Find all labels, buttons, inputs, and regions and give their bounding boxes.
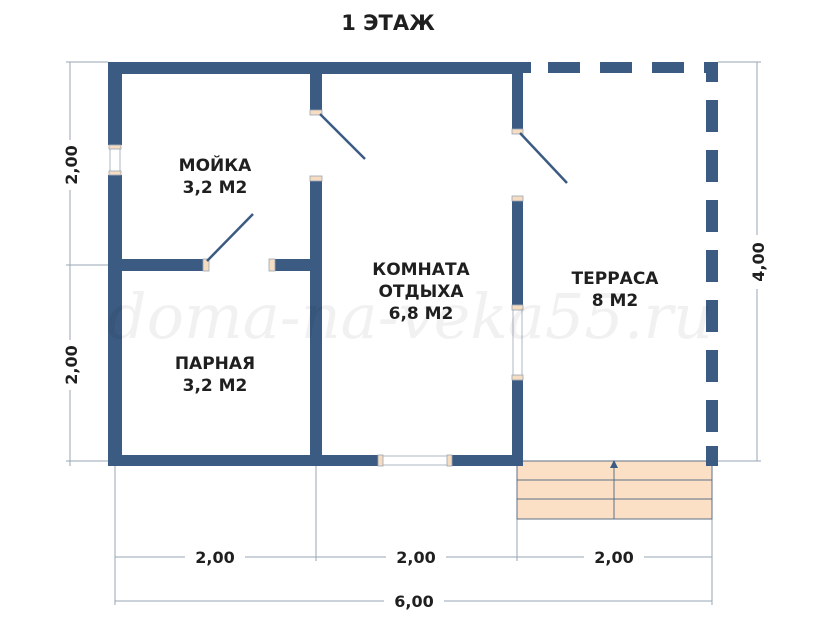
plan-title: 1 ЭТАЖ [341,11,435,35]
stairs-arrow-icon [610,460,618,468]
room-moika-name: МОЙКА [179,154,252,176]
dim-bottom-2: 2,00 [396,548,435,567]
doors [206,113,568,262]
watermark: doma-na-veka55.ru [107,280,713,353]
room-rest-area: 6,8 М2 [389,304,454,324]
room-rest-name-2: ОТДЫХА [378,282,464,302]
door-parnaya [206,213,254,262]
dim-left-bottom: 2,00 [62,345,81,384]
door-moika [319,113,366,160]
window-left [109,144,121,176]
terrace-stairs [516,460,713,520]
door-terrace [519,132,568,184]
dim-right: 4,00 [749,242,768,281]
dim-total: 6,00 [394,592,433,611]
dim-bottom-1: 2,00 [195,548,234,567]
room-parnaya-name: ПАРНАЯ [175,354,255,374]
room-parnaya-area: 3,2 М2 [183,376,248,396]
room-rest-name-1: КОМНАТА [372,260,470,280]
room-terrace-area: 8 М2 [592,291,639,311]
room-terrace-name: ТЕРРАСА [572,269,660,289]
window-bottom [379,455,451,466]
walls [108,62,718,466]
room-moika-area: 3,2 М2 [183,178,248,198]
dim-bottom-3: 2,00 [594,548,633,567]
dim-left-top: 2,00 [62,145,81,184]
